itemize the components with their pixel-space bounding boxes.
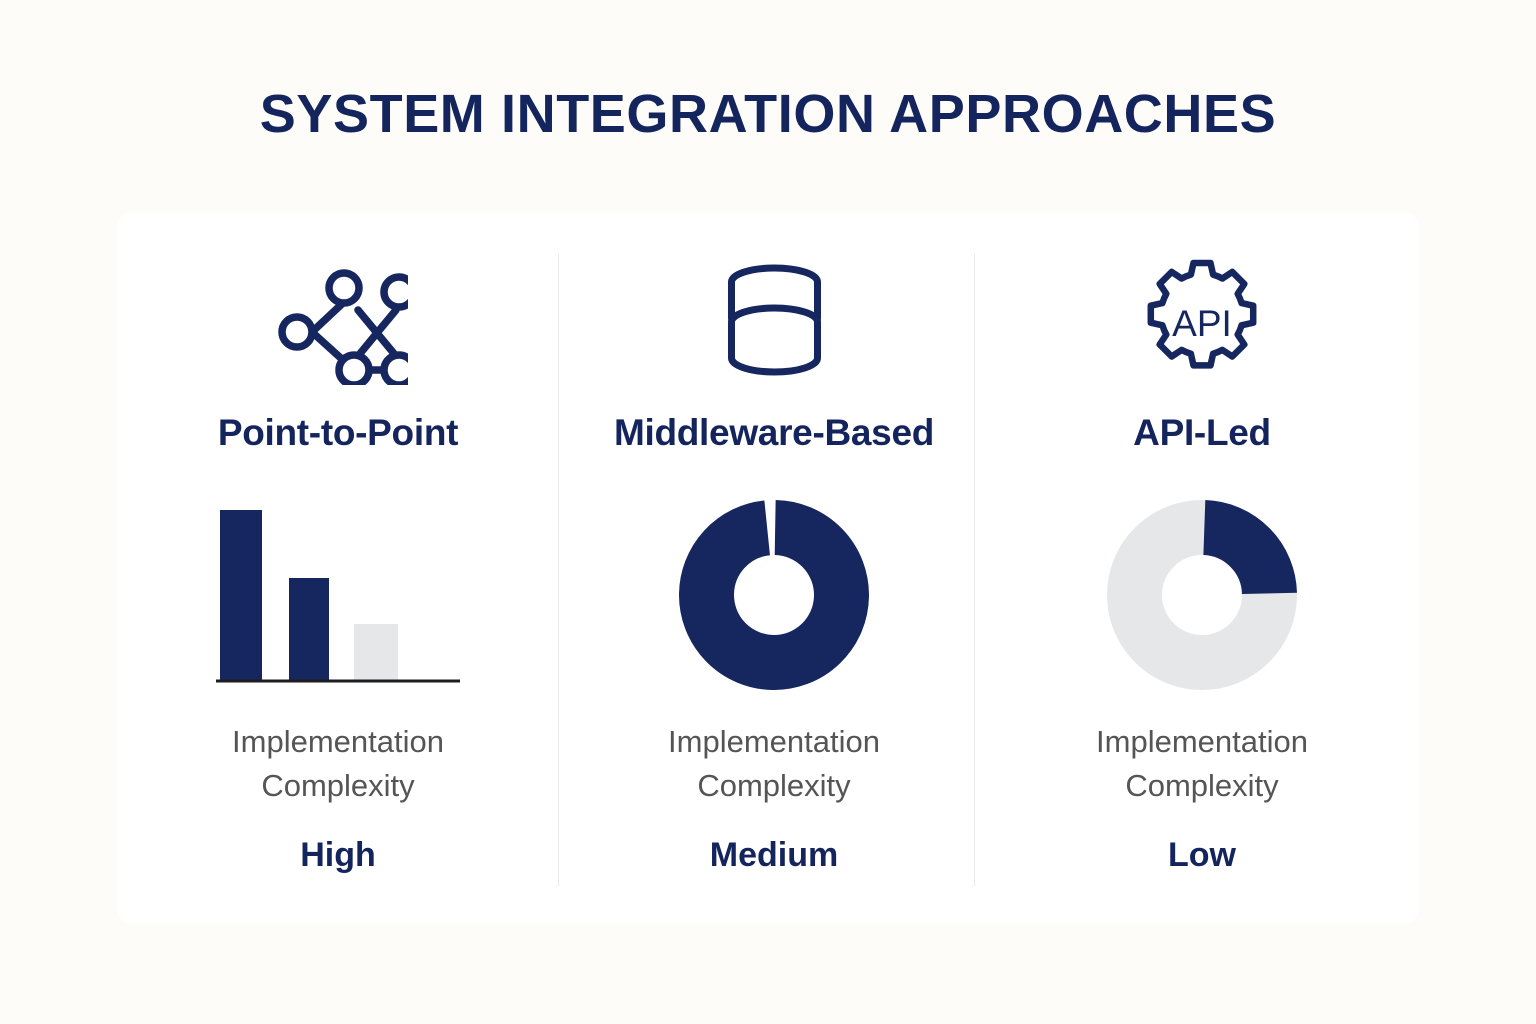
api-gear-label: API (1172, 303, 1232, 344)
database-cylinder-icon (558, 252, 990, 392)
column-divider-1 (558, 254, 559, 886)
metric-label-line-1: Implementation (1096, 724, 1308, 759)
metric-label-line-2: Complexity (697, 768, 851, 804)
donut-chart-middleware-based (558, 490, 990, 690)
metric-label: Implementation Complexity (122, 720, 554, 808)
page-title: SYSTEM INTEGRATION APPROACHES (259, 84, 1277, 144)
column-divider-2 (974, 254, 975, 886)
metric-value: Low (1168, 836, 1236, 874)
donut-chart-api-led (986, 490, 1418, 690)
metric-label-line-1: Implementation (232, 724, 444, 759)
approach-title: Middleware-Based (613, 412, 935, 453)
approach-column-point-to-point[interactable]: Point-to-Point Implementation Complexity… (122, 212, 554, 924)
metric-label: Implementation Complexity (986, 720, 1418, 808)
api-gear-icon: API (986, 252, 1418, 392)
metric-value: High (300, 836, 376, 874)
bar-chart-point-to-point (122, 490, 554, 690)
metric-label-line-2: Complexity (1125, 768, 1279, 804)
metric-value: Medium (709, 836, 839, 874)
metric-label: Implementation Complexity (558, 720, 990, 808)
approach-title: API-Led (1133, 412, 1271, 453)
metric-label-line-1: Implementation (668, 724, 880, 759)
approach-column-api-led[interactable]: API API-Led Implementation Complexity Lo… (986, 212, 1418, 924)
approaches-card: Point-to-Point Implementation Complexity… (118, 212, 1418, 924)
network-nodes-icon (122, 252, 554, 392)
approach-title: Point-to-Point (217, 412, 459, 453)
metric-label-line-2: Complexity (261, 768, 415, 804)
approach-column-middleware-based[interactable]: Middleware-Based Implementation Complexi… (558, 212, 990, 924)
